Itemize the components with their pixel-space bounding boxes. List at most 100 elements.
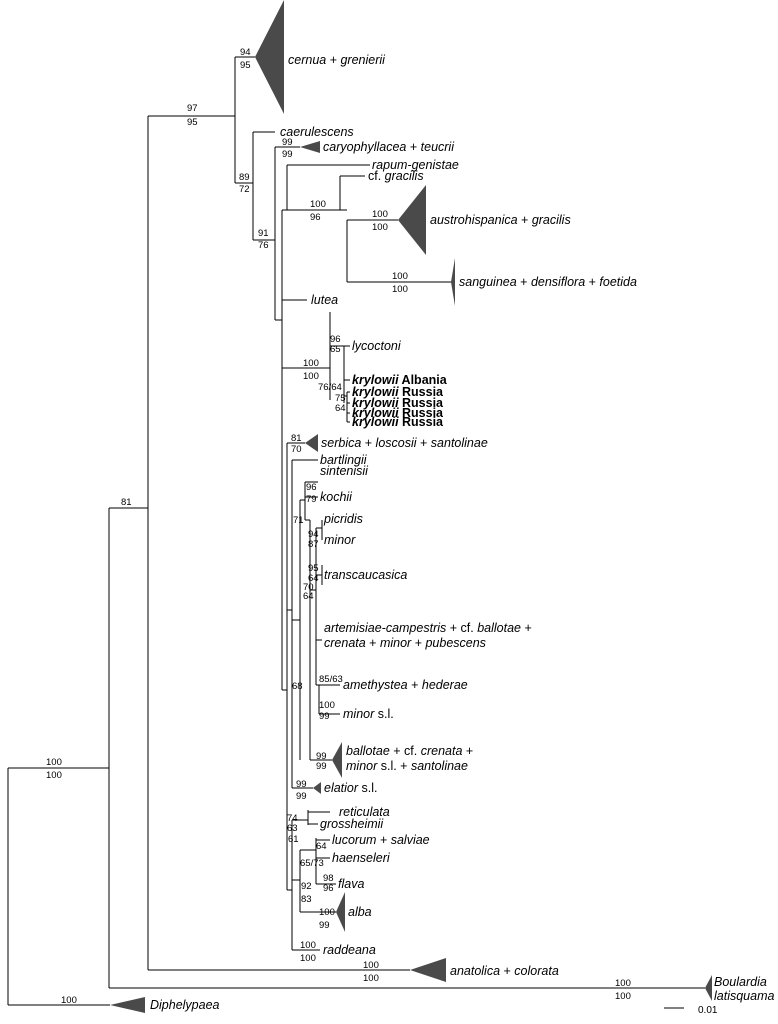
taxon-label-part: + xyxy=(326,53,340,67)
collapsed-clade-serbica xyxy=(305,434,318,452)
support-value-above: 99 xyxy=(296,779,307,790)
taxon-label-part: s.l. xyxy=(358,781,377,795)
taxon-label-part: + xyxy=(406,140,420,154)
support-value-below: 72 xyxy=(239,184,250,195)
taxon-label-part: s.l. xyxy=(374,707,393,721)
support-value-below: 65 xyxy=(330,344,341,355)
support-value-above: 92 xyxy=(301,881,312,892)
taxon-label-part: elatior xyxy=(324,781,359,795)
taxon-label-part: teucrii xyxy=(421,140,456,154)
taxon-label-part: Albania xyxy=(399,373,448,387)
taxon-label: lucorum + salviae xyxy=(332,833,430,847)
support-value-below: 100 xyxy=(392,284,408,295)
taxon-label-part: + xyxy=(462,744,473,758)
support-value: 61 xyxy=(288,834,299,845)
taxon-label-part: amethystea xyxy=(343,678,408,692)
taxon-label: cernua + grenierii xyxy=(288,53,386,67)
taxon-label: lycoctoni xyxy=(352,339,402,353)
support-value: 76/64 xyxy=(318,382,342,393)
support-value-above: 100 xyxy=(615,978,631,989)
scale-bar: 0.01 xyxy=(664,1005,718,1016)
collapsed-clade-ballotae xyxy=(332,742,342,778)
collapsed-clade-alba xyxy=(336,892,345,932)
taxon-label-part: Russia xyxy=(399,396,445,410)
taxon-label-part: minor xyxy=(380,636,412,650)
taxon-label: grossheimii xyxy=(320,817,384,831)
support-value-above: 100 xyxy=(303,358,319,369)
taxon-label: caerulescens xyxy=(280,125,354,139)
taxon-label-part: alba xyxy=(348,905,372,919)
taxon-label-part: ballotae xyxy=(477,621,521,635)
tree-branches xyxy=(7,56,705,1006)
support-value: 71 xyxy=(293,515,304,526)
taxon-label-part: Russia xyxy=(399,415,445,429)
taxon-label: alba xyxy=(348,905,372,919)
taxon-label: artemisiae-campestris + cf. ballotae + xyxy=(324,621,532,635)
taxon-label-part: lutea xyxy=(311,293,338,307)
taxon-label-part: artemisiae-campestris xyxy=(324,621,446,635)
support-value-below: 76 xyxy=(258,240,269,251)
taxon-label-part: minor xyxy=(324,533,356,547)
taxon-label-part: densiflora xyxy=(531,275,585,289)
support-value-above: 99 xyxy=(282,137,293,148)
taxon-label-part: + xyxy=(361,436,375,450)
support-value-below: 99 xyxy=(316,761,327,772)
taxon-label: cf. gracilis xyxy=(368,169,424,183)
support-value-above: 99 xyxy=(316,751,327,762)
taxon-label: rapum-genistae xyxy=(372,158,459,172)
taxon-label-part: + cf. xyxy=(390,744,421,758)
taxon-label: austrohispanica + gracilis xyxy=(430,213,571,227)
taxon-label: minor xyxy=(324,533,356,547)
taxon-label-part: + xyxy=(585,275,599,289)
taxon-label-part: + xyxy=(517,275,531,289)
taxon-label: sanguinea + densiflora + foetida xyxy=(459,275,637,289)
taxon-label-part: minor xyxy=(343,707,375,721)
taxon-label-part: latisquama xyxy=(714,989,774,1003)
taxon-label: caryophyllacea + teucrii xyxy=(323,140,455,154)
taxon-label-part: gracilis xyxy=(532,213,571,227)
support-values: 94 95 97 95 99 99 89 72 91 76 100 96 100… xyxy=(46,47,631,1006)
taxon-label: anatolica + colorata xyxy=(450,964,559,978)
support-value-above: 100 xyxy=(300,940,316,951)
taxon-label-part: + cf. xyxy=(446,621,477,635)
taxon-label-part: krylowii xyxy=(352,385,399,399)
taxon-label: flava xyxy=(338,877,364,891)
taxon-label-part: sintenisii xyxy=(320,464,369,478)
taxon-label-part: Diphelypaea xyxy=(150,998,220,1012)
support-value-above: 94 xyxy=(240,47,251,58)
taxon-label-part: caryophyllacea xyxy=(323,140,406,154)
support-value-above: 100 xyxy=(319,907,335,918)
taxon-label-part: transcaucasica xyxy=(324,568,407,582)
collapsed-clades xyxy=(110,0,712,1013)
taxon-label: transcaucasica xyxy=(324,568,407,582)
support-value-below: 64 xyxy=(308,573,319,584)
support-value-above: 100 xyxy=(310,199,326,210)
taxon-label-part: cf. xyxy=(368,169,385,183)
collapsed-clade-sanguinea xyxy=(451,258,455,306)
taxon-label-part: salviae xyxy=(391,833,430,847)
support-value-below: 83 xyxy=(301,894,312,905)
taxon-label: sintenisii xyxy=(320,464,369,478)
taxon-label-part: Russia xyxy=(399,385,445,399)
taxon-label-part: krylowii xyxy=(352,415,399,429)
taxon-label: krylowii Russia xyxy=(352,415,444,429)
collapsed-clade-cernua xyxy=(255,0,284,114)
support-value-below: 95 xyxy=(240,60,251,71)
taxon-label-part: serbica xyxy=(321,436,361,450)
taxon-label: kochii xyxy=(320,490,353,504)
taxon-label: Boulardia xyxy=(714,975,767,989)
support-value-above: 75 xyxy=(335,393,346,404)
support-value-above: 100 xyxy=(46,757,62,768)
support-value-below: 99 xyxy=(319,920,330,931)
taxon-label: minor s.l. + santolinae xyxy=(346,759,468,773)
support-value: 65/73 xyxy=(300,858,324,869)
support-value: 68 xyxy=(292,681,303,692)
support-value: 85/63 xyxy=(319,674,343,685)
taxon-label-part: flava xyxy=(338,877,364,891)
support-value-above: 97 xyxy=(187,103,198,114)
taxon-label-part: + xyxy=(411,636,425,650)
support-value: 64 xyxy=(316,841,327,852)
support-value-below: 100 xyxy=(363,973,379,984)
support-value-above: 96 xyxy=(306,482,317,493)
